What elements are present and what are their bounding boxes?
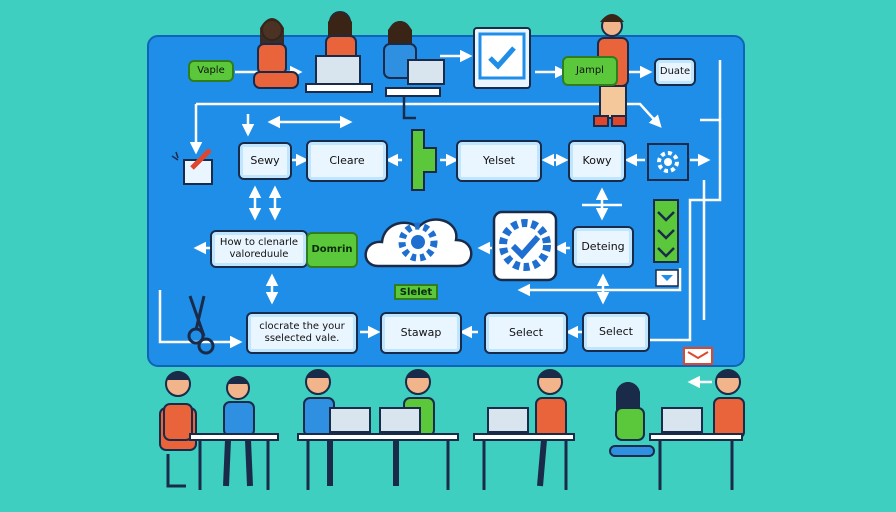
- node-vaple[interactable]: Vaple: [188, 60, 234, 82]
- scissors-icon: [187, 295, 215, 355]
- node-stawap[interactable]: Stawap: [380, 312, 462, 354]
- down-arrows-icon: [653, 199, 679, 263]
- node-yelset[interactable]: Yelset: [456, 140, 542, 182]
- node-how-to[interactable]: How to clenarle valoreduule: [210, 230, 308, 268]
- connector-arrows: [158, 49, 722, 389]
- green-bracket-icon: [411, 129, 437, 191]
- desk-group-center-left: [297, 369, 459, 490]
- gear-icon[interactable]: [647, 143, 689, 181]
- cloud-gear-icon: [364, 218, 473, 268]
- shield-check-gear-icon: [492, 210, 558, 282]
- node-deteing[interactable]: Deteing: [572, 226, 634, 268]
- desk-group-center-right: [473, 369, 575, 490]
- label-slelet: Slelet: [394, 284, 438, 300]
- envelope-icon: [683, 347, 713, 365]
- desk-group-left: [159, 371, 279, 490]
- node-cleare[interactable]: Cleare: [306, 140, 388, 182]
- small-dropdown-icon: [655, 269, 679, 287]
- pencil-checkbox-icon: [171, 148, 213, 185]
- node-sewy[interactable]: Sewy: [238, 142, 292, 180]
- clipboard-check-icon[interactable]: [473, 27, 531, 89]
- node-jampl[interactable]: Jampl: [562, 56, 618, 86]
- person-top-1: [253, 18, 299, 89]
- person-top-2: [305, 11, 373, 93]
- person-top-3: [383, 21, 445, 120]
- node-kowy[interactable]: Kowy: [568, 140, 626, 182]
- node-domain[interactable]: Domrin: [306, 232, 358, 268]
- node-duate[interactable]: Duate: [654, 58, 696, 86]
- node-select-1[interactable]: Select: [484, 312, 568, 354]
- node-select-2[interactable]: Select: [582, 312, 650, 352]
- node-clocrate[interactable]: clocrate the your sselected vale.: [246, 312, 358, 354]
- desk-group-right: [609, 369, 745, 490]
